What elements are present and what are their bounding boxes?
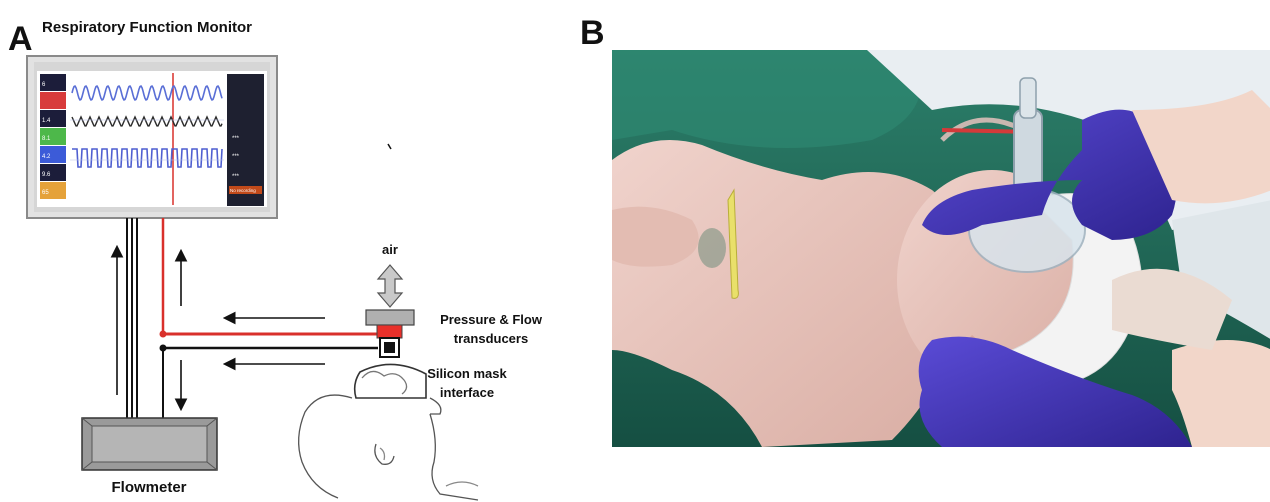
transducers-label: Pressure & Flow transducers	[426, 310, 556, 348]
monitor-side-value: 4.2	[42, 154, 51, 160]
photo-illustration	[612, 50, 1270, 447]
panel-b-letter: B	[580, 16, 605, 50]
monitor	[27, 56, 277, 218]
transducers-label-line1: Pressure & Flow	[426, 310, 556, 329]
air-label: air	[372, 240, 408, 259]
mask-label-line2: interface	[412, 383, 522, 402]
monitor-readout: ***	[232, 174, 240, 180]
monitor-side-value: 1.4	[42, 118, 51, 124]
respiratory-setup-diagram: 6 1.4 8.1 4.2 9.6 65 *** *** *** No reco…	[0, 0, 612, 502]
monitor-readout: ***	[232, 136, 240, 142]
monitor-side-value: 8.1	[42, 136, 51, 142]
signal-arrows	[117, 248, 325, 408]
resuscitation-photo	[612, 50, 1270, 447]
monitor-cables	[127, 218, 378, 420]
air-double-arrow-icon	[378, 265, 402, 307]
transducers-label-line2: transducers	[426, 329, 556, 348]
monitor-side-value: 65	[42, 190, 49, 196]
monitor-readout: ***	[232, 154, 240, 160]
flowmeter-device	[82, 418, 217, 470]
monitor-side-value: 9.6	[42, 172, 51, 178]
status-tile-pressure	[40, 92, 66, 109]
mask-label-line1: Silicon mask	[412, 364, 522, 383]
mask-label: Silicon mask interface	[412, 364, 522, 402]
flowmeter-label: Flowmeter	[90, 478, 208, 497]
no-recording-label: No recording	[230, 188, 256, 193]
